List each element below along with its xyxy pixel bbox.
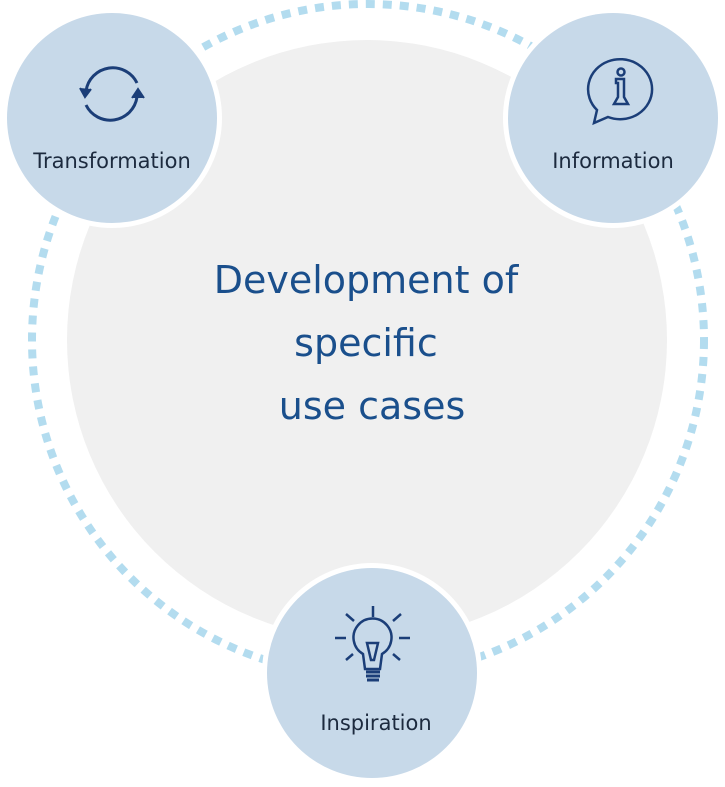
node-transformation: Transformation [2, 8, 222, 228]
refresh-icon [79, 66, 145, 122]
node-inspiration: Inspiration [262, 563, 482, 783]
lightbulb-icon [335, 606, 410, 682]
center-line-3: use cases [279, 384, 466, 428]
center-line-1: Development of [214, 258, 520, 302]
node-label: Inspiration [320, 711, 431, 735]
info-bubble-icon [586, 57, 654, 126]
center-line-2: specific [294, 321, 438, 365]
node-information: Information [503, 8, 723, 228]
node-label: Information [552, 149, 674, 173]
node-label: Transformation [32, 149, 191, 173]
center-circle [67, 40, 667, 640]
center-title: Development of specific use cases [214, 258, 531, 428]
